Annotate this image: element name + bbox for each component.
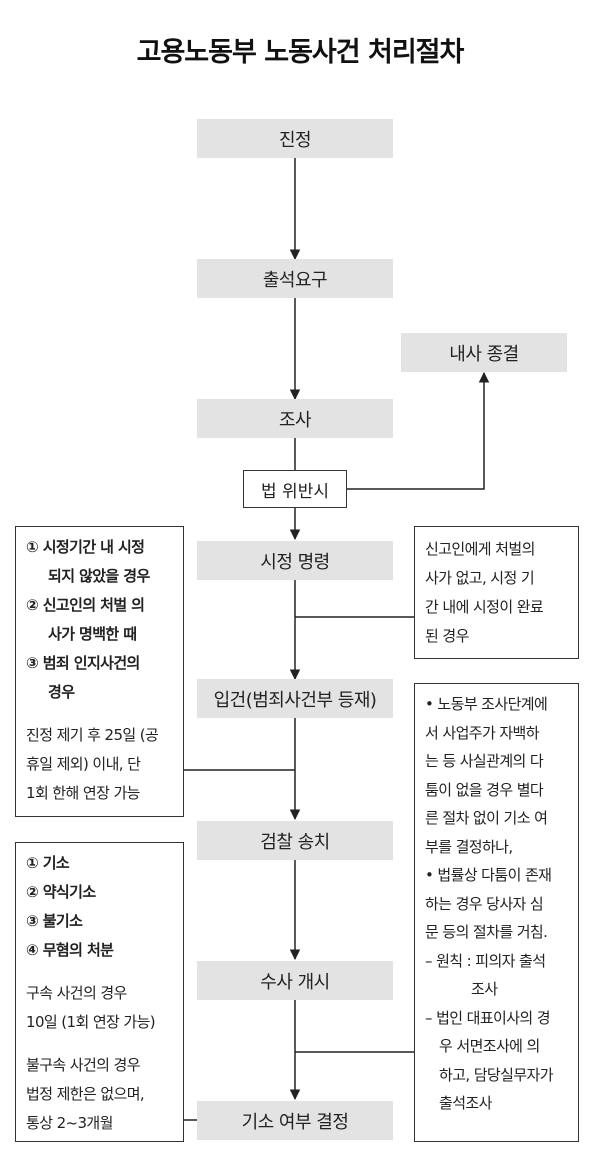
detained-text: 구속 사건의 경우 [26, 984, 127, 1002]
condition-text: ② 신고인의 처벌 의 [26, 596, 145, 614]
right-note-closure: 신고인에게 처벌의 사가 없고, 시정 기 간 내에 시정이 완료 된 경우 [414, 526, 579, 659]
page-title: 고용노동부 노동사건 처리절차 [136, 37, 465, 68]
procedure-text: 출석조사 [439, 1094, 492, 1112]
procedure-text: 서 사업주가 자백하 [425, 723, 540, 742]
closure-text: 신고인에게 처벌의 [425, 540, 535, 558]
procedure-text: 하는 경우 당사자 심 [425, 894, 544, 913]
step-indictment-decision: 기소 여부 결정 [197, 1101, 393, 1140]
condition-text: ① 시정기간 내 시정 [26, 538, 145, 556]
left-note-dispositions: ① 기소 ② 약식기소 ③ 불기소 ④ 무혐의 처분 구속 사건의 경우 10일… [15, 842, 184, 1142]
procedure-text: 우 서면조사에 의 [439, 1037, 540, 1055]
step-investigation: 조사 [197, 399, 393, 438]
left-note-conditions: ① 시정기간 내 시정 되지 않았을 경우 ② 신고인의 처벌 의 사가 명백한… [15, 526, 184, 817]
right-note-procedure: • 노동부 조사단계에 서 사업주가 자백하 는 등 사실관계의 다 툼이 없을… [414, 683, 579, 1142]
step-correction-order: 시정 명령 [197, 541, 393, 580]
condition-text: 사가 명백한 때 [48, 625, 137, 643]
procedure-text: • 노동부 조사단계에 [425, 695, 548, 713]
procedure-text: 른 절차 없이 기소 여 [425, 809, 548, 827]
condition-text: 되지 않았을 경우 [48, 567, 150, 585]
deadline-text: 진정 제기 후 25일 (공 [26, 726, 159, 744]
procedure-text: – 법인 대표이사의 경 [425, 1008, 551, 1027]
deadline-text: 1회 한해 연장 가능 [26, 784, 140, 802]
not-detained-text: 불구속 사건의 경우 [26, 1056, 141, 1074]
step-investigation-start: 수사 개시 [197, 961, 393, 1000]
step-internal-close: 내사 종결 [401, 333, 567, 372]
disposition-text: ① 기소 [26, 854, 70, 872]
procedure-text: 문 등의 절차를 거침. [425, 923, 548, 941]
procedure-text: 부를 결정하나, [425, 837, 513, 856]
procedure-text: 조사 [471, 980, 498, 998]
disposition-text: ② 약식기소 [26, 883, 96, 901]
step-jinjeong: 진정 [197, 119, 393, 158]
step-booking: 입건(범죄사건부 등재) [197, 679, 393, 718]
condition-text: 경우 [48, 683, 75, 701]
closure-text: 된 경우 [425, 627, 469, 645]
procedure-text: – 원칙 : 피의자 출석 [425, 951, 546, 970]
violation-box: 법 위반시 [243, 470, 347, 508]
step-prosecution: 검찰 송치 [197, 821, 393, 860]
not-detained-text: 법정 제한은 없으며, [26, 1085, 145, 1103]
disposition-text: ④ 무혐의 처분 [26, 941, 114, 959]
arrow-violation-to-close [347, 371, 490, 490]
condition-text: ③ 범죄 인지사건의 [26, 654, 140, 672]
closure-text: 간 내에 시정이 완료 [425, 598, 544, 616]
step-attendance-request: 출석요구 [197, 259, 393, 298]
closure-text: 사가 없고, 시정 기 [425, 569, 535, 587]
procedure-text: 툼이 없을 경우 별다 [425, 780, 544, 799]
detained-text: 10일 (1회 연장 가능) [26, 1013, 156, 1031]
procedure-text: 하고, 담당실무자가 [439, 1065, 554, 1084]
procedure-text: • 법률상 다툼이 존재 [425, 866, 552, 884]
not-detained-text: 통상 2~3개월 [26, 1114, 113, 1132]
disposition-text: ③ 불기소 [26, 912, 83, 930]
deadline-text: 휴일 제외) 이내, 단 [26, 755, 141, 773]
procedure-text: 는 등 사실관계의 다 [425, 752, 544, 770]
